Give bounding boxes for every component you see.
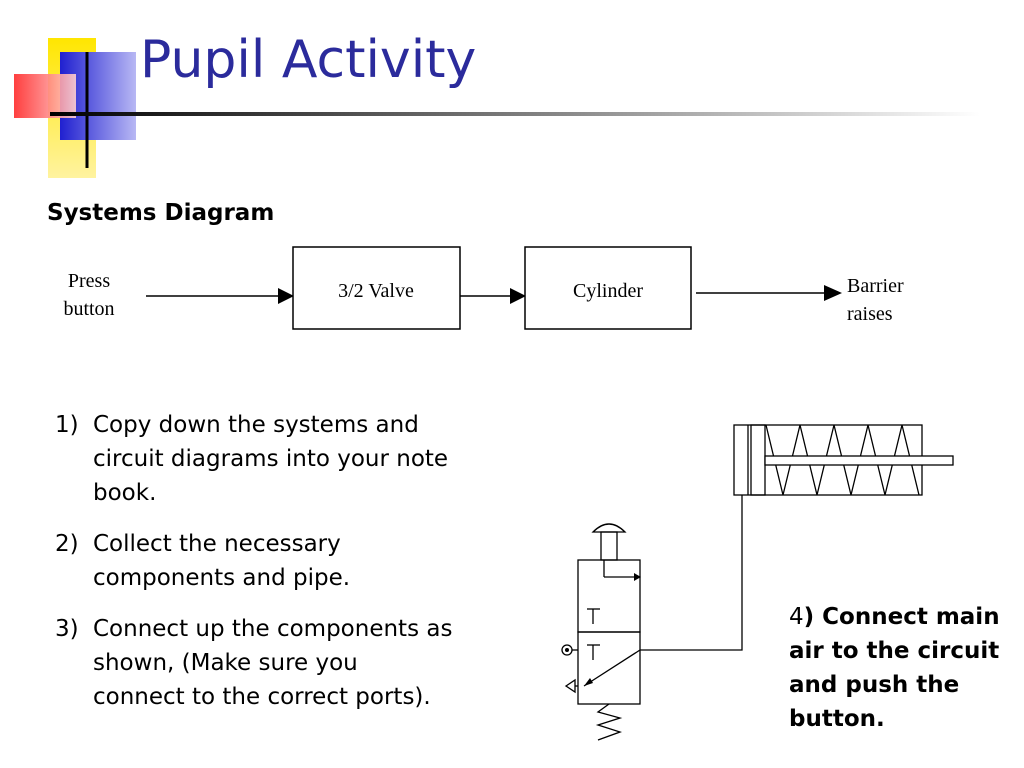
- input-arrowhead: [278, 288, 294, 304]
- systems-diagram-heading: Systems Diagram: [47, 200, 275, 226]
- exhaust-port: [564, 678, 576, 694]
- connecting-pipe: [640, 495, 743, 651]
- instruction-number: 2): [55, 531, 79, 557]
- instruction-text: Copy down the systems and circuit diagra…: [93, 412, 449, 506]
- input-label-line2: button: [63, 298, 114, 320]
- valve-lower-square: [577, 631, 641, 705]
- step-4-number: 4: [789, 604, 804, 630]
- instruction-item-1: 1) Copy down the systems and circuit dia…: [55, 408, 455, 510]
- cylinder-rod: [764, 455, 954, 466]
- instruction-number: 1): [55, 412, 79, 438]
- valve-upper-square: [577, 559, 641, 633]
- valve-diagonal-arrowhead: [584, 678, 593, 686]
- push-button-stem: [600, 531, 618, 561]
- pneumatic-circuit-diagram: [561, 424, 954, 741]
- instruction-item-2: 2) Collect the necessary components and …: [55, 527, 455, 595]
- slide-title: Pupil Activity: [140, 30, 477, 90]
- instruction-text: Collect the necessary components and pip…: [93, 531, 351, 591]
- valve-diagonal-flow: [583, 649, 641, 687]
- valve-block: [292, 246, 461, 330]
- push-button-actuator: [591, 523, 627, 533]
- cylinder-piston: [750, 424, 766, 496]
- air-supply-dot: [565, 648, 569, 652]
- cylinder-block: [524, 246, 692, 330]
- valve-to-cylinder-arrowhead: [510, 288, 526, 304]
- valve-flow-arrowhead-upper: [634, 573, 641, 581]
- output-arrowhead: [824, 285, 842, 301]
- output-label-line2: raises: [847, 303, 893, 325]
- instruction-text: Connect up the components as shown, (Mak…: [93, 616, 453, 710]
- valve-block-label: 3/2 Valve: [338, 280, 414, 302]
- input-label-line1: Press: [68, 270, 110, 292]
- title-rule: [50, 112, 980, 116]
- deco-red-block: [14, 74, 76, 118]
- valve-return-spring: [595, 703, 623, 741]
- instruction-number: 3): [55, 616, 79, 642]
- cylinder-block-label: Cylinder: [573, 280, 643, 302]
- instruction-list: 1) Copy down the systems and circuit dia…: [55, 408, 455, 731]
- step-4-instruction: 4) Connect main air to the circuit and p…: [789, 600, 1014, 736]
- systems-block-diagram: Press button 3/2 Valve Cylinder Barrier …: [63, 246, 904, 330]
- output-label-line1: Barrier: [847, 275, 904, 297]
- instruction-item-3: 3) Connect up the components as shown, (…: [55, 612, 455, 714]
- corner-decoration: [14, 38, 980, 178]
- step-4-text: ) Connect main air to the circuit and pu…: [789, 604, 1000, 732]
